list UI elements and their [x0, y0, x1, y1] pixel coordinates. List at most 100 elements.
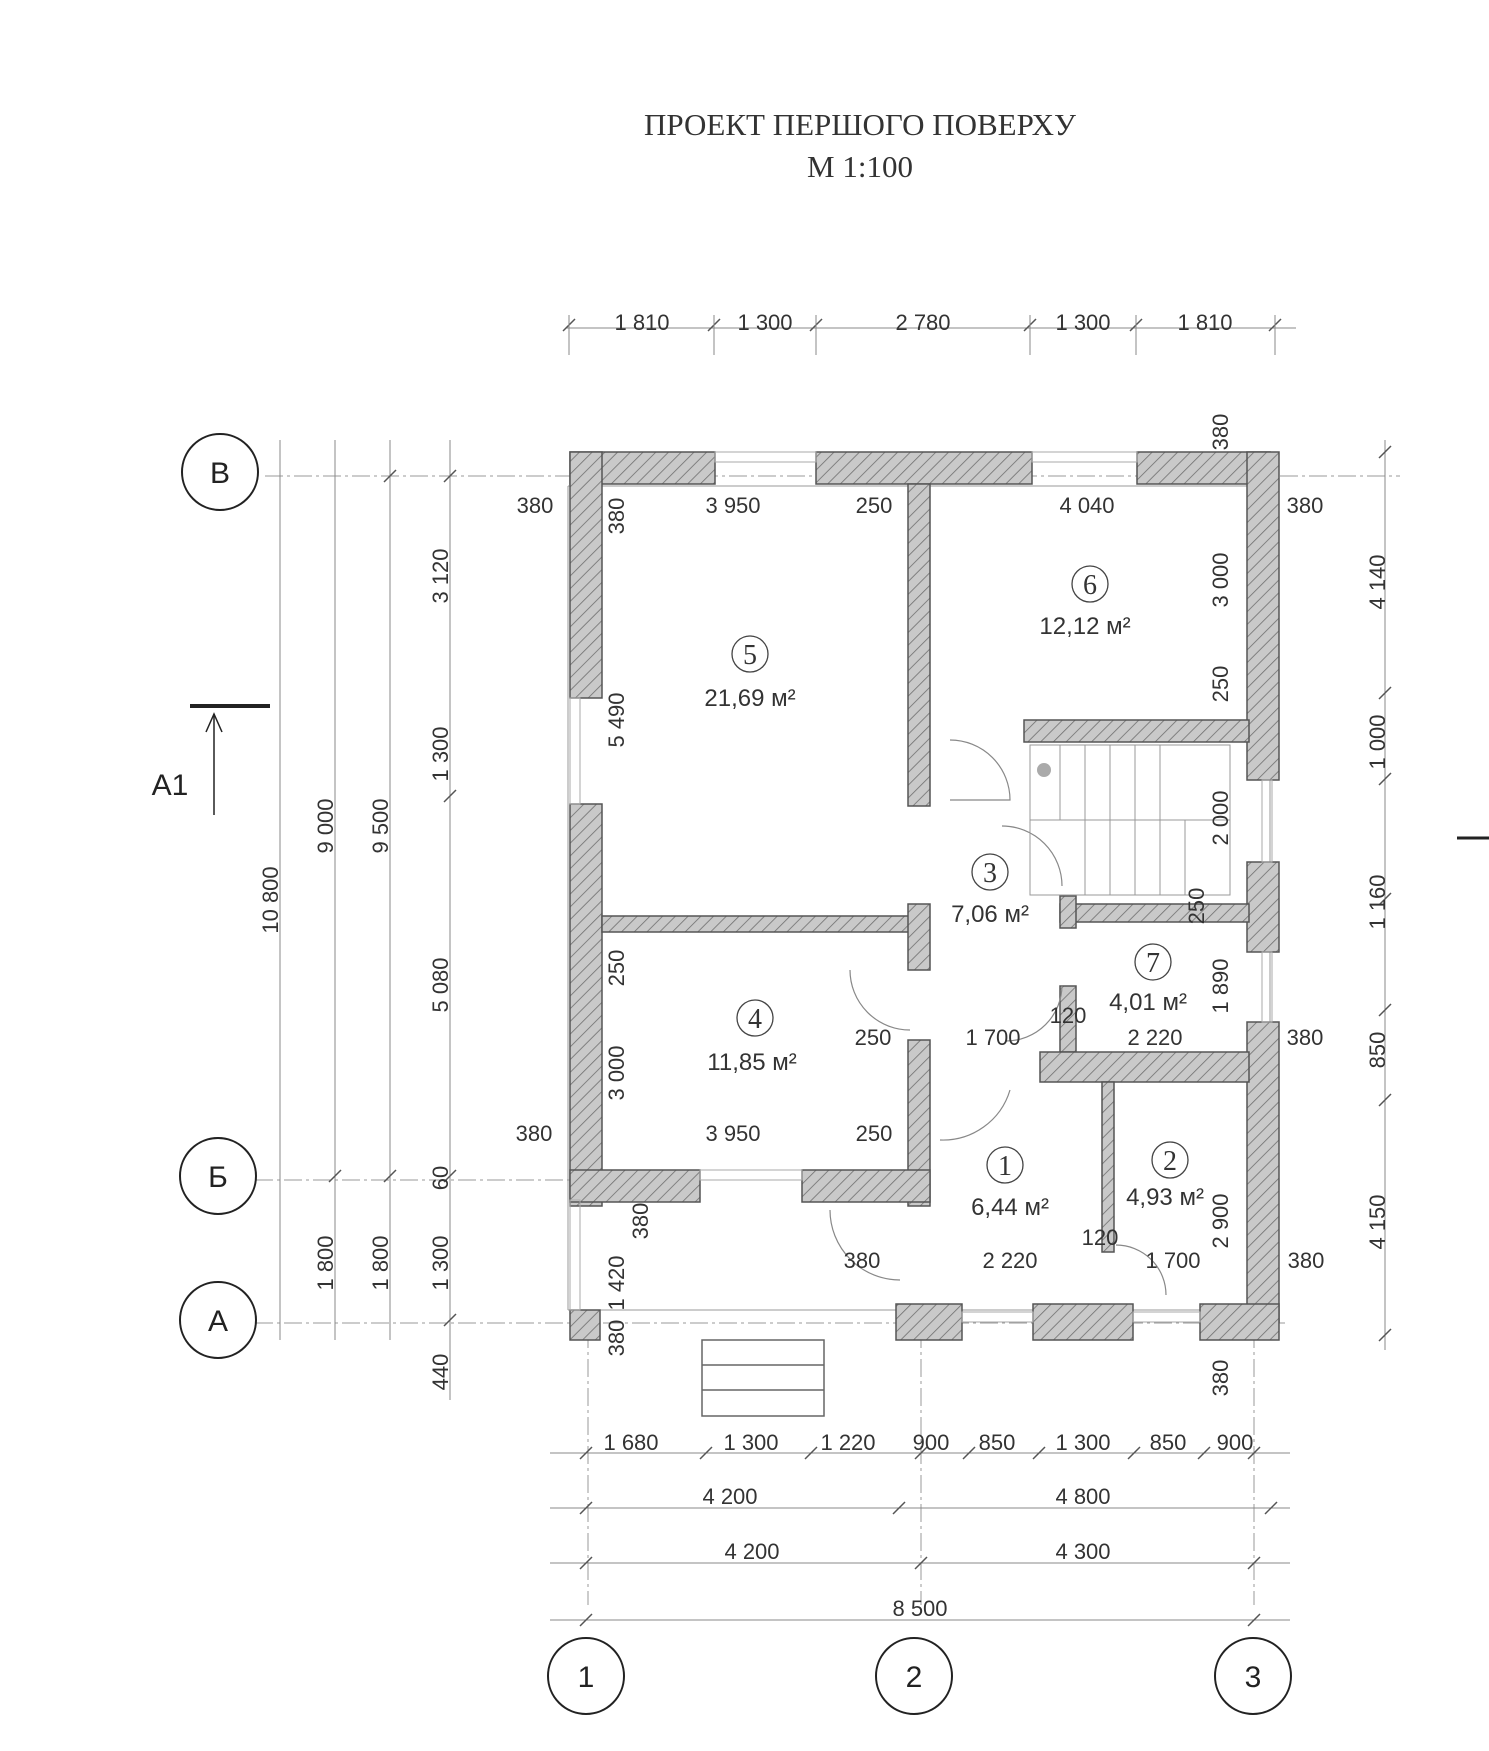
dim-label: 4 150 [1365, 1194, 1390, 1249]
walls [569, 451, 1280, 1341]
top-dimension-chain: 1 810 1 300 2 780 1 300 1 810 [562, 310, 1296, 355]
room-number: 5 [743, 640, 757, 671]
windows [569, 451, 1273, 1323]
axis-bubbles: В Б А 1 2 3 [179, 433, 1292, 1715]
dim-label: 900 [913, 1430, 950, 1455]
room-number: 4 [748, 1004, 762, 1035]
dim-label: 250 [1208, 666, 1233, 703]
room-number: 7 [1146, 948, 1160, 979]
room-number: 3 [983, 858, 997, 889]
dim-label: 380 [517, 493, 554, 518]
door-swing [1001, 825, 1063, 887]
window [569, 697, 581, 805]
room-area: 4,01 м² [1109, 989, 1187, 1016]
door-swing [1005, 984, 1063, 1042]
wall [907, 1039, 931, 1207]
window [699, 1169, 803, 1181]
wall [801, 1169, 931, 1203]
wall [815, 451, 1033, 485]
room-area: 6,44 м² [971, 1194, 1049, 1221]
wall [569, 1309, 601, 1341]
dim-label: 250 [1184, 888, 1209, 925]
axis-label-2: 2 [906, 1661, 923, 1694]
dim-label: 380 [604, 498, 629, 535]
dim-label: 250 [856, 1121, 893, 1146]
dim-label: 2 220 [982, 1248, 1037, 1273]
window [1031, 451, 1138, 463]
axis-bubble-a [179, 1281, 257, 1359]
dim-label: 380 [516, 1121, 553, 1146]
dim-label: 380 [1287, 493, 1324, 518]
axis-bubble-v [181, 433, 259, 511]
dim-label: 10 800 [258, 866, 283, 933]
dim-label: 250 [856, 493, 893, 518]
dim-label: 380 [1208, 414, 1233, 451]
dim-label: 850 [1365, 1032, 1390, 1069]
dim-label: 1 800 [368, 1235, 393, 1290]
room-number: 6 [1083, 570, 1097, 601]
wall [1246, 451, 1280, 781]
dim-label: 8 500 [892, 1596, 947, 1621]
title-line-1: ПРОЕКТ ПЕРШОГО ПОВЕРХУ [644, 107, 1076, 142]
dim-label: 250 [604, 950, 629, 987]
dim-label: 380 [1288, 1248, 1325, 1273]
wall [569, 451, 603, 699]
axis-label-1: 1 [578, 1661, 595, 1694]
dim-label: 1 300 [1055, 310, 1110, 335]
dim-label: 4 200 [702, 1484, 757, 1509]
dim-label: 5 490 [604, 692, 629, 747]
dim-label: 1 300 [737, 310, 792, 335]
axis-bubble-1 [547, 1637, 625, 1715]
dim-label: 4 800 [1055, 1484, 1110, 1509]
dim-label: 1 000 [1365, 714, 1390, 769]
dim-label: 1 700 [965, 1025, 1020, 1050]
dim-label: 2 780 [895, 310, 950, 335]
room-labels: 5 21,69 м² 6 12,12 м² 3 7,06 м² 7 4,01 м… [704, 565, 1204, 1221]
room-area: 4,93 м² [1126, 1184, 1204, 1211]
room-area: 21,69 м² [704, 685, 795, 712]
window [1261, 951, 1273, 1023]
wall [1101, 1081, 1115, 1253]
wall [1039, 1051, 1250, 1083]
dim-label: 3 000 [604, 1045, 629, 1100]
dim-label: 2 900 [1208, 1193, 1233, 1248]
dim-label: 3 000 [1208, 552, 1233, 607]
section-label: А1 [152, 769, 189, 802]
door-swing [829, 1209, 901, 1281]
wall [1246, 861, 1280, 953]
room-number: 1 [998, 1151, 1012, 1182]
dim-label: 1 160 [1365, 874, 1390, 929]
wall [1059, 903, 1250, 923]
dim-label: 1 810 [614, 310, 669, 335]
wall [1059, 895, 1077, 929]
wall [907, 903, 931, 971]
wall [1032, 1303, 1134, 1341]
axis-label-v: В [210, 457, 230, 490]
dim-label: 3 950 [705, 493, 760, 518]
dim-label: 4 200 [724, 1539, 779, 1564]
dim-label: 9 500 [368, 798, 393, 853]
dim-label: 380 [604, 1320, 629, 1357]
door-swing [949, 739, 1011, 801]
dim-label: 120 [1082, 1225, 1119, 1250]
wall [1199, 1303, 1280, 1341]
dim-label: 1 220 [820, 1430, 875, 1455]
dim-label: 850 [979, 1430, 1016, 1455]
title-line-2: М 1:100 [807, 149, 913, 184]
room-number: 2 [1163, 1146, 1177, 1177]
dim-label: 3 120 [428, 548, 453, 603]
door-swing [1115, 1244, 1167, 1296]
dim-label: 4 140 [1365, 554, 1390, 609]
dim-label: 1 680 [603, 1430, 658, 1455]
dim-label: 380 [1287, 1025, 1324, 1050]
window [569, 1199, 581, 1311]
dim-label: 1 420 [604, 1255, 629, 1310]
dim-label: 5 080 [428, 957, 453, 1012]
porch-steps [701, 1339, 825, 1417]
section-mark: А1 [152, 704, 1489, 840]
dim-label: 850 [1150, 1430, 1187, 1455]
window [714, 451, 817, 463]
dim-label: 60 [428, 1166, 453, 1190]
room-area: 11,85 м² [707, 1049, 796, 1076]
